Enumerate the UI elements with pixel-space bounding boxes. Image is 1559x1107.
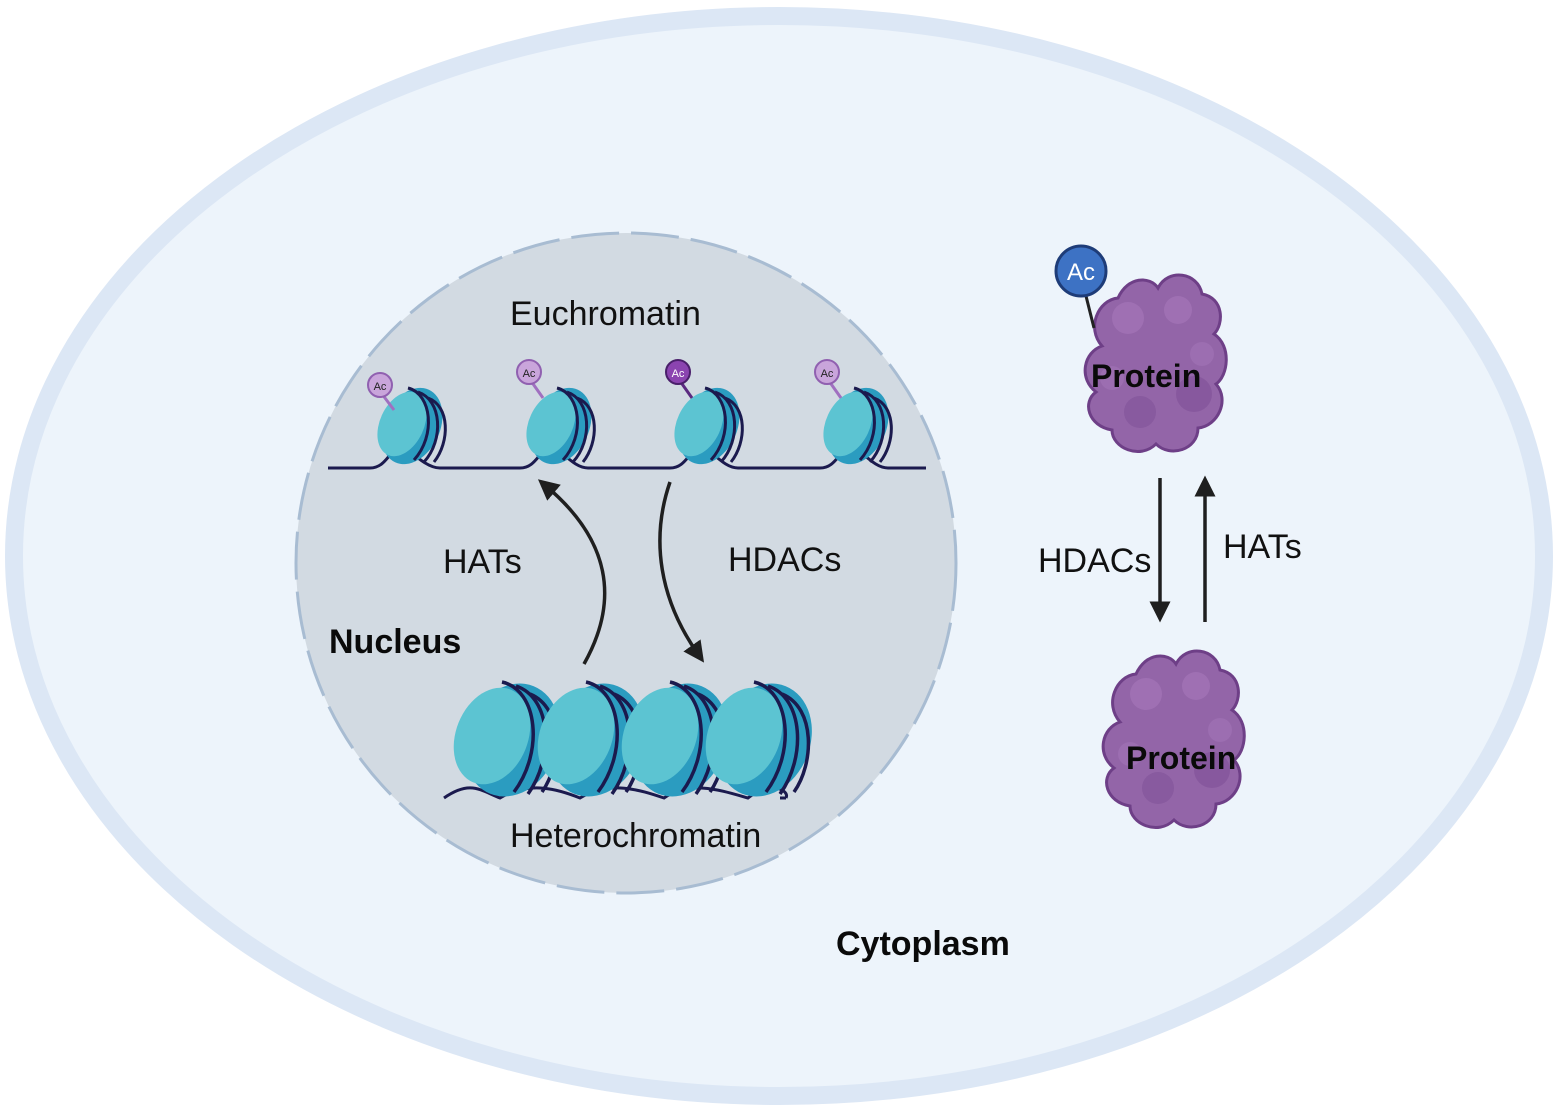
hats-nucleus-label: HATs [443,543,522,581]
acetyl-tag-3-label: Ac [672,368,685,380]
acetyl-tag-2: Ac [516,359,545,399]
acetyl-tag-4: Ac [814,359,843,399]
hats-nucleus-arrow [537,479,607,665]
cytoplasm-label: Cytoplasm [836,925,1010,963]
protein-deacetylated-label: Protein [1126,740,1237,776]
protein-acetyl-label: Ac [1067,259,1095,286]
hdacs-nucleus-arrow [658,481,705,663]
protein-acetyl-group: Ac [1054,244,1108,329]
acetyl-tag-4-label: Ac [821,368,834,380]
acetyl-tag-1-label: Ac [374,381,387,393]
acetyl-tag-1: Ac [367,372,396,411]
acetyl-tag-3: Ac [665,359,694,399]
acetyl-tag-2-label: Ac [523,368,536,380]
nucleus-label: Nucleus [329,623,462,661]
protein-acetylated-label: Protein [1091,358,1202,394]
heterochromatin-label: Heterochromatin [510,817,762,855]
euchromatin-label: Euchromatin [510,295,701,333]
hdacs-nucleus-label: HDACs [728,541,842,579]
heterochromatin-dna [443,786,788,800]
hats-cytoplasm-label: HATs [1223,528,1302,566]
hdacs-cytoplasm-label: HDACs [1038,542,1152,580]
